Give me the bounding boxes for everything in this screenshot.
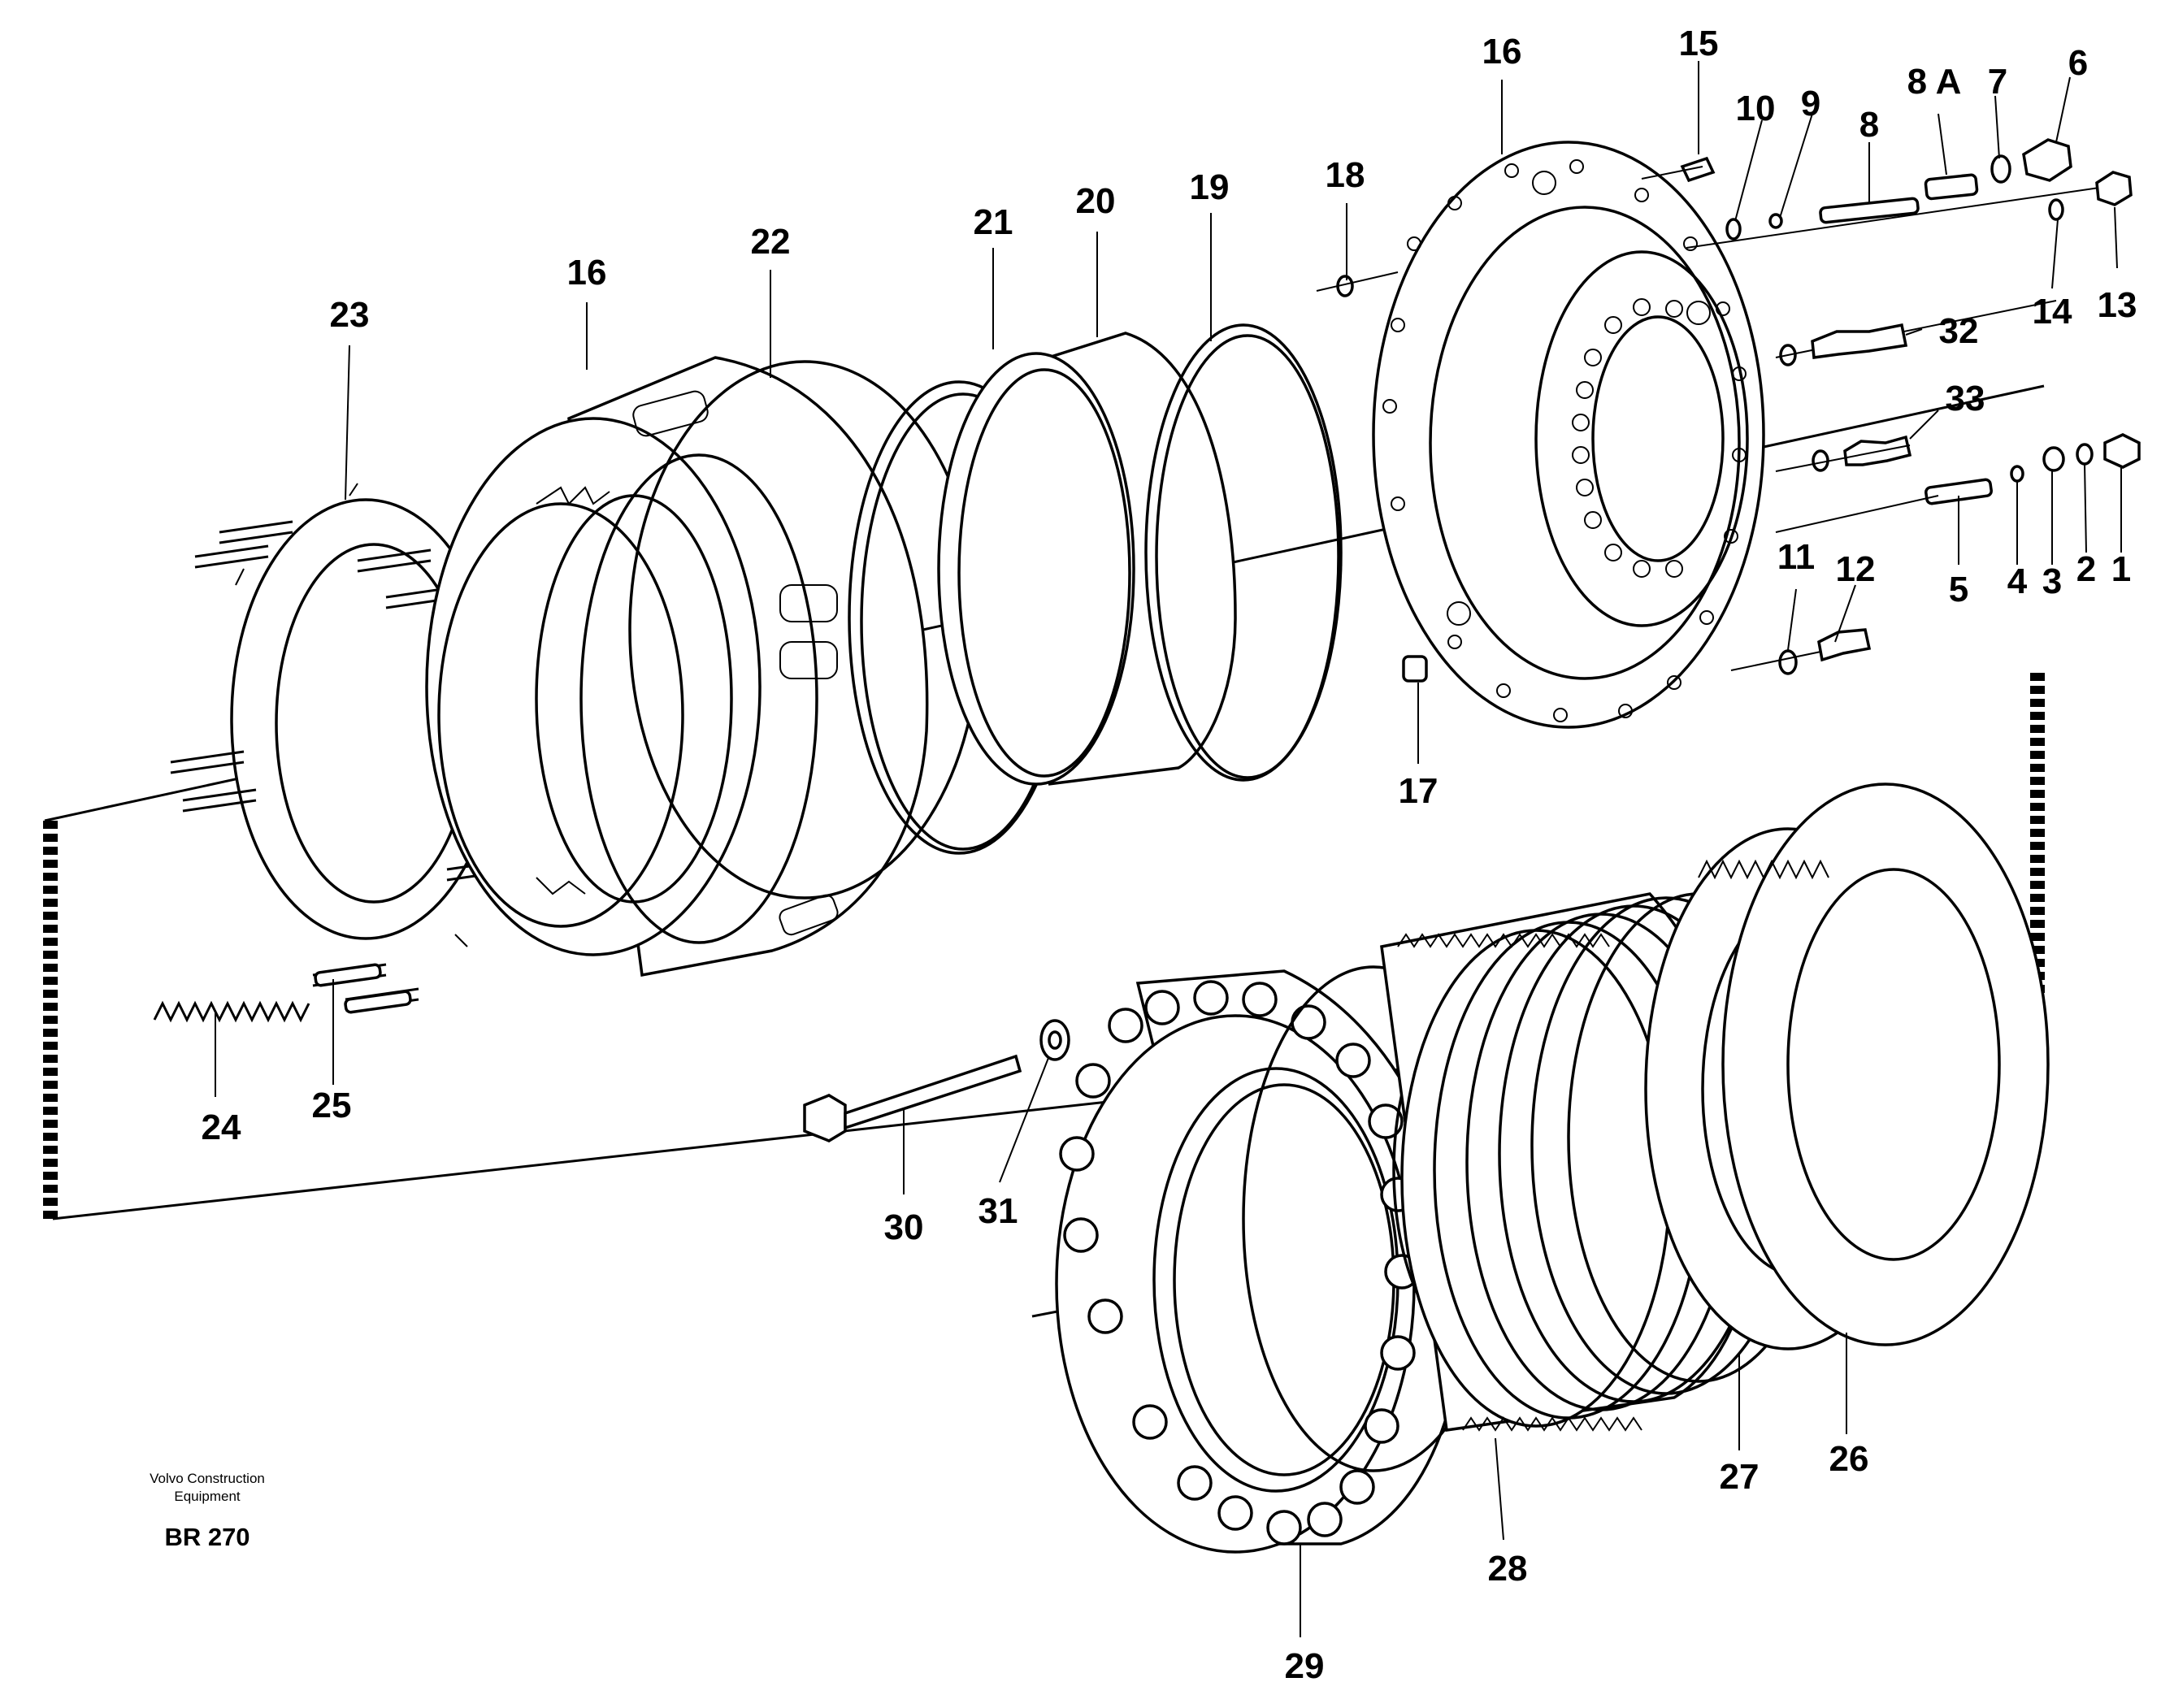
part-15-screw bbox=[1680, 156, 1716, 183]
callout-6: 6 bbox=[2068, 43, 2088, 83]
callout-24: 24 bbox=[202, 1108, 241, 1147]
callout-26: 26 bbox=[1829, 1439, 1869, 1479]
drawing-code: BR 270 bbox=[164, 1523, 250, 1551]
callout-33: 33 bbox=[1946, 379, 1985, 418]
company-name-line2: Equipment bbox=[174, 1489, 241, 1504]
callout-29: 29 bbox=[1285, 1646, 1325, 1686]
leader-lines bbox=[215, 61, 2122, 1637]
callout-2: 2 bbox=[2076, 549, 2096, 589]
callout-21: 21 bbox=[974, 202, 1013, 242]
callout-16-hub: 16 bbox=[567, 253, 607, 293]
callout-31: 31 bbox=[979, 1191, 1018, 1231]
part-17-pin bbox=[1402, 655, 1428, 683]
callout-32: 32 bbox=[1939, 311, 1979, 351]
callout-5: 5 bbox=[1949, 570, 1968, 609]
part-16-housing-flange bbox=[1372, 141, 1765, 729]
callout-12: 12 bbox=[1836, 549, 1876, 589]
footer: Volvo Construction Equipment BR 270 bbox=[150, 1471, 265, 1551]
company-name-line1: Volvo Construction bbox=[150, 1471, 265, 1486]
callout-15: 15 bbox=[1679, 24, 1719, 63]
callout-10: 10 bbox=[1736, 89, 1776, 128]
callout-17: 17 bbox=[1399, 771, 1438, 811]
callout-labels: 1 2 3 4 5 6 7 8 8 A 9 10 11 12 13 14 15 … bbox=[202, 24, 2137, 1686]
part-16-hub bbox=[425, 356, 929, 978]
callout-4: 4 bbox=[2007, 561, 2028, 601]
fittings bbox=[1641, 138, 2141, 675]
callout-28: 28 bbox=[1488, 1549, 1528, 1589]
callout-13: 13 bbox=[2098, 285, 2137, 325]
callout-9: 9 bbox=[1801, 84, 1820, 124]
callout-14: 14 bbox=[2033, 292, 2072, 332]
part-31-washer bbox=[1039, 1019, 1070, 1061]
callout-16-housing: 16 bbox=[1482, 32, 1522, 72]
part-26-disc bbox=[1698, 782, 2050, 1346]
part-20-sleeve bbox=[937, 332, 1237, 786]
part-30-bolt bbox=[803, 1054, 1022, 1142]
callout-27: 27 bbox=[1720, 1457, 1760, 1497]
callout-11: 11 bbox=[1777, 537, 1816, 577]
callout-3: 3 bbox=[2042, 561, 2062, 601]
callout-7: 7 bbox=[1988, 62, 2007, 102]
part-19-o-ring bbox=[1144, 323, 1343, 782]
callout-8: 8 bbox=[1859, 105, 1879, 145]
part-18-o-ring bbox=[1316, 271, 1399, 297]
callout-1: 1 bbox=[2111, 549, 2131, 589]
part-25-pins bbox=[314, 963, 412, 1014]
callout-18: 18 bbox=[1326, 155, 1365, 195]
callout-8a: 8 A bbox=[1907, 62, 1962, 102]
callout-30: 30 bbox=[884, 1207, 924, 1247]
callout-19: 19 bbox=[1190, 167, 1230, 207]
callout-20: 20 bbox=[1076, 181, 1116, 221]
part-24-spring bbox=[153, 1000, 310, 1023]
callout-25: 25 bbox=[312, 1086, 352, 1125]
housing-bolt-holes bbox=[1382, 159, 1747, 722]
callout-22: 22 bbox=[751, 222, 791, 262]
callout-23: 23 bbox=[330, 295, 370, 335]
